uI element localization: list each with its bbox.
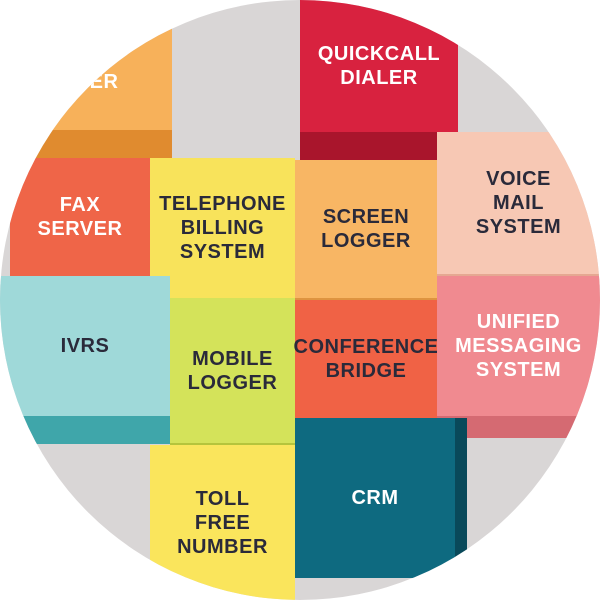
block-label: MOBILE LOGGER [170, 298, 295, 443]
block-label: SCREEN LOGGER [295, 160, 437, 298]
block-label: VOICE MAIL SYSTEM [437, 132, 600, 274]
block-label: FAX SERVER [10, 158, 150, 276]
block-label: IVRS [0, 276, 170, 416]
block-label: CONFERENCE BRIDGE [294, 300, 438, 418]
block-label: GER [20, 10, 172, 130]
block-label: UNIFIED MESSAGING SYSTEM [437, 276, 600, 416]
block-label: TELEPHONE BILLING SYSTEM [150, 158, 295, 298]
block-label: QUICKCALL DIALER [300, 0, 458, 132]
block-label: TOLL FREE NUMBER [150, 445, 295, 600]
block-label: CRM [295, 418, 455, 578]
